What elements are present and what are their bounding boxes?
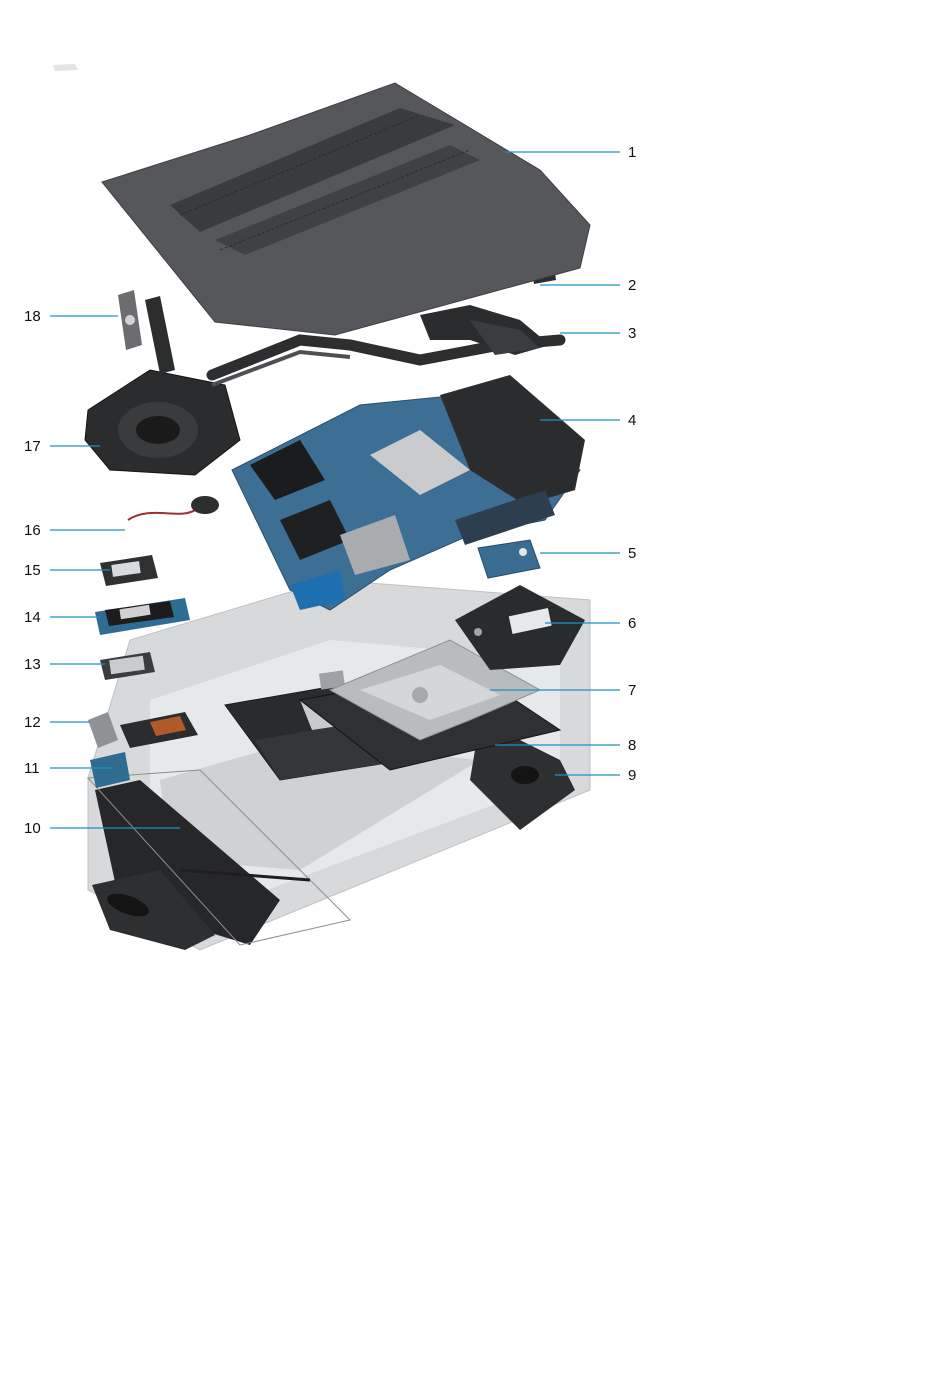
callout-5: 5	[628, 545, 636, 562]
coin-cell-battery	[128, 496, 219, 520]
callout-14: 14	[24, 609, 41, 626]
callout-10: 10	[24, 820, 41, 837]
callout-15: 15	[24, 562, 41, 579]
callout-2: 2	[628, 277, 636, 294]
fan	[85, 370, 240, 475]
callout-18: 18	[24, 308, 41, 325]
callout-8: 8	[628, 737, 636, 754]
daughter-board	[478, 540, 540, 578]
callout-3: 3	[628, 325, 636, 342]
callout-4: 4	[628, 412, 636, 429]
callout-9: 9	[628, 767, 636, 784]
callout-6: 6	[628, 615, 636, 632]
power-button-bracket	[118, 290, 175, 374]
callout-16: 16	[24, 522, 41, 539]
callout-1: 1	[628, 144, 636, 161]
callout-7: 7	[628, 682, 636, 699]
callout-17: 17	[24, 438, 41, 455]
callout-13: 13	[24, 656, 41, 673]
callout-11: 11	[24, 760, 40, 777]
system-board	[232, 375, 585, 610]
callout-12: 12	[24, 714, 41, 731]
